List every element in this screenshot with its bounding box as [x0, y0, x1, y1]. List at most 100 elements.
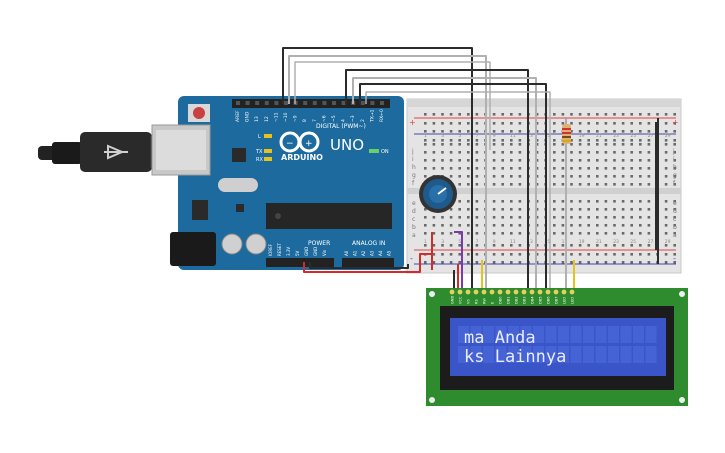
breadboard-hole[interactable] [458, 130, 461, 133]
breadboard-hole[interactable] [630, 113, 633, 116]
breadboard-hole[interactable] [492, 183, 496, 186]
breadboard-hole[interactable] [578, 122, 582, 125]
breadboard-hole[interactable] [475, 232, 479, 235]
breadboard-hole[interactable] [587, 253, 590, 256]
breadboard-hole[interactable] [553, 253, 556, 256]
breadboard-hole[interactable] [613, 143, 616, 146]
breadboard-hole[interactable] [501, 139, 504, 142]
breadboard-hole[interactable] [639, 167, 642, 170]
breadboard-hole[interactable] [664, 261, 668, 264]
breadboard-hole[interactable] [449, 175, 453, 178]
breadboard-hole[interactable] [639, 122, 642, 125]
breadboard-hole[interactable] [441, 143, 444, 146]
breadboard-hole[interactable] [570, 244, 573, 247]
breadboard-hole[interactable] [621, 151, 625, 154]
breadboard-hole[interactable] [596, 139, 599, 142]
breadboard-hole[interactable] [467, 175, 470, 178]
breadboard-hole[interactable] [492, 232, 496, 235]
breadboard-hole[interactable] [553, 224, 556, 227]
breadboard-hole[interactable] [570, 253, 573, 256]
breadboard-hole[interactable] [596, 244, 599, 247]
breadboard-hole[interactable] [647, 224, 651, 227]
breadboard-hole[interactable] [630, 167, 633, 170]
breadboard-hole[interactable] [424, 175, 427, 178]
breadboard-hole[interactable] [424, 167, 427, 170]
breadboard-hole[interactable] [664, 139, 668, 142]
breadboard-hole[interactable] [578, 130, 582, 133]
breadboard-hole[interactable] [501, 143, 504, 146]
breadboard-hole[interactable] [621, 130, 625, 133]
breadboard-hole[interactable] [604, 159, 608, 162]
breadboard-hole[interactable] [510, 232, 513, 235]
breadboard-hole[interactable] [587, 244, 590, 247]
breadboard-hole[interactable] [596, 143, 599, 146]
breadboard-hole[interactable] [501, 130, 504, 133]
breadboard-hole[interactable] [664, 113, 668, 116]
breadboard-hole[interactable] [673, 200, 676, 203]
breadboard-hole[interactable] [535, 143, 539, 146]
breadboard-hole[interactable] [449, 224, 453, 227]
breadboard-hole[interactable] [441, 122, 444, 125]
breadboard-hole[interactable] [553, 113, 556, 116]
breadboard-hole[interactable] [441, 224, 444, 227]
breadboard-hole[interactable] [578, 143, 582, 146]
breadboard-hole[interactable] [441, 139, 444, 142]
breadboard-hole[interactable] [639, 208, 642, 211]
breadboard-hole[interactable] [424, 151, 427, 154]
breadboard-hole[interactable] [570, 183, 573, 186]
breadboard-hole[interactable] [535, 159, 539, 162]
header-pin[interactable] [312, 101, 317, 105]
breadboard-hole[interactable] [458, 113, 461, 116]
breadboard-hole[interactable] [604, 208, 608, 211]
lcd-pin[interactable] [545, 289, 551, 295]
breadboard-hole[interactable] [621, 200, 625, 203]
lcd-pin[interactable] [553, 289, 559, 295]
breadboard-hole[interactable] [518, 244, 522, 247]
breadboard-hole[interactable] [570, 216, 573, 219]
breadboard-hole[interactable] [587, 200, 590, 203]
breadboard-hole[interactable] [501, 208, 504, 211]
breadboard-hole[interactable] [570, 130, 573, 133]
breadboard-hole[interactable] [492, 175, 496, 178]
breadboard-hole[interactable] [501, 261, 504, 264]
breadboard-hole[interactable] [604, 200, 608, 203]
breadboard-hole[interactable] [553, 244, 556, 247]
breadboard-hole[interactable] [432, 261, 436, 264]
breadboard-hole[interactable] [535, 261, 539, 264]
breadboard-hole[interactable] [458, 139, 461, 142]
breadboard-hole[interactable] [535, 183, 539, 186]
breadboard-hole[interactable] [467, 139, 470, 142]
breadboard-hole[interactable] [578, 139, 582, 142]
breadboard-hole[interactable] [639, 151, 642, 154]
breadboard-hole[interactable] [596, 159, 599, 162]
breadboard-hole[interactable] [424, 122, 427, 125]
breadboard-hole[interactable] [578, 113, 582, 116]
breadboard-hole[interactable] [613, 244, 616, 247]
breadboard-hole[interactable] [449, 208, 453, 211]
breadboard-hole[interactable] [664, 175, 668, 178]
breadboard-hole[interactable] [510, 224, 513, 227]
lcd-pin[interactable] [465, 289, 471, 295]
breadboard-hole[interactable] [501, 159, 504, 162]
breadboard-hole[interactable] [535, 200, 539, 203]
breadboard-hole[interactable] [432, 122, 436, 125]
breadboard-hole[interactable] [467, 159, 470, 162]
breadboard-hole[interactable] [432, 167, 436, 170]
breadboard-hole[interactable] [424, 143, 427, 146]
breadboard-hole[interactable] [441, 216, 444, 219]
lcd-pin[interactable] [529, 289, 535, 295]
breadboard-hole[interactable] [570, 151, 573, 154]
breadboard-hole[interactable] [492, 261, 496, 264]
breadboard-hole[interactable] [518, 167, 522, 170]
breadboard-hole[interactable] [510, 253, 513, 256]
breadboard-hole[interactable] [587, 183, 590, 186]
breadboard-hole[interactable] [424, 139, 427, 142]
breadboard-hole[interactable] [492, 159, 496, 162]
breadboard-hole[interactable] [553, 139, 556, 142]
breadboard-hole[interactable] [647, 159, 651, 162]
breadboard-hole[interactable] [673, 232, 676, 235]
breadboard-hole[interactable] [613, 139, 616, 142]
breadboard-hole[interactable] [639, 130, 642, 133]
breadboard-hole[interactable] [510, 208, 513, 211]
breadboard-hole[interactable] [510, 261, 513, 264]
